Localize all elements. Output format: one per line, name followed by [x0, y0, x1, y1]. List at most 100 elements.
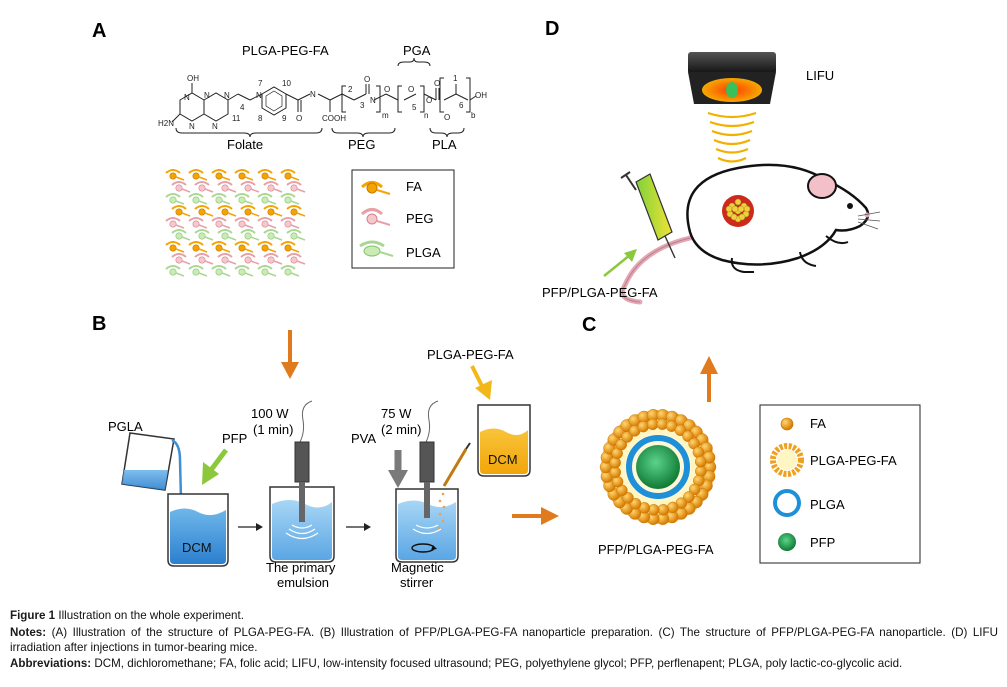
legend-c-fa-label: FA [810, 416, 826, 431]
legend-a-plga-label: PLGA [406, 245, 441, 260]
pfp-label: PFP [222, 431, 247, 446]
panel-d-letter: D [545, 18, 559, 40]
atom-n-link: N [256, 91, 262, 100]
molecule [286, 229, 306, 241]
molecule [188, 217, 208, 229]
fa-bead [656, 418, 668, 430]
atom-sub-n: n [424, 111, 428, 120]
molecule [217, 253, 237, 265]
stirrer-line1: Magnetic [391, 560, 444, 575]
fa-bead [674, 424, 687, 436]
green-arrow-pfp [202, 448, 228, 485]
molecule [240, 229, 260, 241]
panel-d: D LIFU [542, 18, 881, 305]
molecule [217, 181, 237, 193]
legend-c-plga-peg-fa: PLGA-PEG-FA [770, 443, 897, 477]
fa-bead [648, 504, 660, 516]
atom-cooh: COOH [322, 114, 346, 123]
stirrer-line2: stirrer [400, 575, 434, 590]
orange-right-arrow [512, 507, 559, 525]
molecule [234, 241, 254, 253]
figure-caption: Figure 1 Illustration on the whole exper… [10, 608, 998, 671]
fa-bead [695, 465, 707, 477]
molecule [286, 253, 306, 265]
tumor-dot [737, 205, 745, 213]
molecule [263, 205, 283, 217]
molecule [240, 181, 260, 193]
molecule [280, 265, 300, 277]
molecule [263, 253, 283, 265]
atom-num11: 11 [232, 114, 241, 123]
pva-label: PVA [351, 431, 376, 446]
panel-b: B PGLA PFP 100 W (1 min) PVA 75 W (2 min… [92, 313, 559, 590]
fa-bead [611, 476, 624, 488]
mouse [620, 163, 881, 305]
fa-bead [647, 418, 659, 430]
panel-c: C PFP/PLGA-PEG-FA FA PLGA-PEG-FA [582, 314, 921, 564]
molecule [234, 217, 254, 229]
pga-brace [397, 57, 431, 67]
legend-a-fa-label: FA [406, 179, 422, 194]
atom-nh: N [184, 93, 190, 102]
molecule [257, 217, 277, 229]
atom-num1: 1 [453, 74, 458, 83]
molecule [165, 265, 185, 277]
molecule [280, 169, 300, 181]
molecule [165, 193, 185, 205]
injection-label: PFP/PLGA-PEG-FA [542, 285, 658, 300]
molecule [280, 193, 300, 205]
pga-label: PGA [403, 43, 431, 58]
legend-c-pfp: PFP [778, 533, 835, 551]
atom-num5: 5 [412, 103, 417, 112]
ultrasound-transducer [688, 52, 776, 104]
atom-num4: 4 [240, 103, 245, 112]
molecule [234, 169, 254, 181]
fa-bead [692, 446, 705, 458]
beaker-dcm-yellow: DCM [477, 404, 531, 477]
folate-label: Folate [227, 137, 263, 152]
molecule [211, 241, 231, 253]
molecule [280, 217, 300, 229]
atom-num3: 3 [360, 101, 365, 110]
fa-bead [622, 492, 634, 504]
pgla-label: PGLA [108, 419, 143, 434]
tumor-dot [743, 205, 751, 213]
molecule [257, 265, 277, 277]
nanoparticle [599, 409, 717, 525]
step-arrow-2 [346, 523, 371, 531]
legend-c-fa: FA [780, 416, 826, 431]
chemical-structure [171, 77, 477, 123]
caption-abbr-text: DCM, dichloromethane; FA, folic acid; LI… [94, 656, 903, 670]
atom-o5: O [426, 96, 432, 105]
lifu-label: LIFU [806, 68, 834, 83]
panel-a-letter: A [92, 20, 106, 42]
primary-emulsion-line2: emulsion [277, 575, 329, 590]
compound-name: PLGA-PEG-FA [242, 43, 329, 58]
molecule [194, 253, 214, 265]
legend-a-fa: FA [360, 179, 422, 195]
panel-a: A PLGA-PEG-FA PGA [92, 20, 487, 277]
molecule [257, 169, 277, 181]
atom-num6: 6 [459, 101, 464, 110]
panel-c-letter: C [582, 314, 596, 336]
fa-bead [629, 498, 642, 510]
dcm-label: DCM [182, 540, 212, 555]
atom-o7: O [444, 113, 450, 122]
molecule [165, 241, 185, 253]
legend-a-peg-label: PEG [406, 211, 433, 226]
atom-num8: 8 [258, 114, 263, 123]
primary-emulsion-line1: The primary [266, 560, 336, 575]
molecule [194, 229, 214, 241]
time-2min: (2 min) [381, 422, 421, 437]
fa-bead [637, 420, 649, 433]
molecule [286, 181, 306, 193]
panel-b-letter: B [92, 313, 106, 335]
atom-n2: N [189, 122, 195, 131]
caption-notes-text: (A) Illustration of the structure of PLG… [10, 625, 998, 655]
fa-bead [657, 504, 669, 516]
atom-o1: O [296, 114, 302, 123]
tumor-dot [730, 213, 738, 221]
molecule [217, 205, 237, 217]
tumor-dot [725, 205, 733, 213]
molecule [188, 193, 208, 205]
